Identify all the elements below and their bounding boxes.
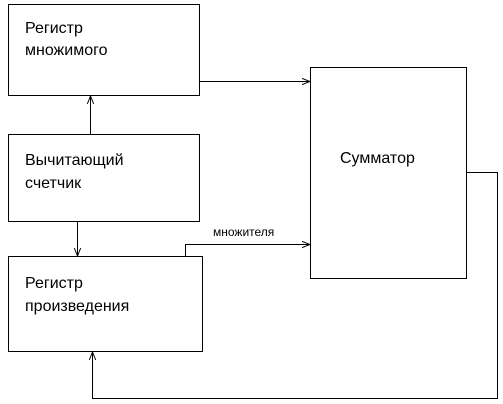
arrow-product-to-adder xyxy=(185,245,310,256)
adder-label: Сумматор xyxy=(340,150,415,167)
down-counter-block: Вычитающий счетчик xyxy=(8,134,200,222)
down-counter-label-line1: Вычитающий xyxy=(25,152,124,169)
down-counter-label-line2: счетчик xyxy=(25,175,82,192)
product-register-label-line1: Регистр xyxy=(25,275,83,292)
multiplicand-register-block: Регистр множимого xyxy=(8,4,200,96)
multiplicand-register-label-line2: множимого xyxy=(25,42,108,59)
multiplier-edge-label: множителя xyxy=(213,225,274,239)
product-register-label-line2: произведения xyxy=(25,298,129,315)
adder-block: Сумматор xyxy=(310,67,467,279)
multiplicand-register-label-line1: Регистр xyxy=(25,20,83,37)
product-register-block: Регистр произведения xyxy=(8,256,203,352)
arrow-adder-feedback-to-product xyxy=(93,172,498,399)
